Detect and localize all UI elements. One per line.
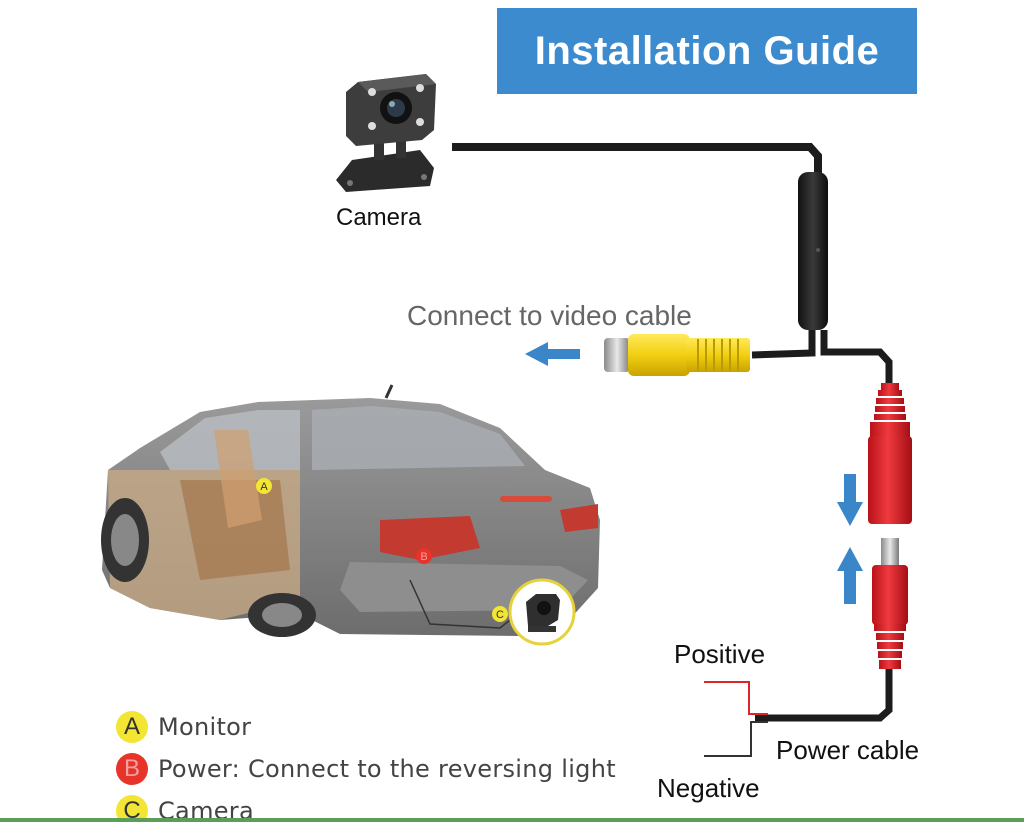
legend-badge-b: B bbox=[116, 753, 148, 785]
negative-label: Negative bbox=[657, 773, 760, 803]
car-marker-a: A bbox=[256, 478, 272, 494]
car-marker-b: B bbox=[416, 548, 432, 564]
power-connector-female bbox=[868, 383, 912, 524]
bottom-divider bbox=[0, 818, 1024, 822]
legend-item-camera: C Camera bbox=[116, 790, 616, 822]
camera-label: Camera bbox=[336, 204, 422, 231]
power-connector-male bbox=[755, 538, 908, 722]
positive-label: Positive bbox=[674, 639, 766, 669]
page-title: Installation Guide bbox=[534, 28, 880, 73]
legend-text-camera: Camera bbox=[158, 797, 254, 822]
title-banner: Installation Guide bbox=[497, 8, 917, 94]
arrow-up-icon bbox=[837, 547, 863, 604]
arrow-down-icon bbox=[837, 474, 863, 526]
legend-item-power: B Power: Connect to the reversing light bbox=[116, 748, 616, 790]
car-marker-c-label: C bbox=[496, 609, 504, 621]
car-marker-b-label: B bbox=[420, 551, 427, 563]
rca-video-plug bbox=[604, 334, 750, 376]
negative-wire bbox=[704, 721, 768, 757]
camera-cable bbox=[452, 143, 893, 385]
car-icon bbox=[101, 384, 600, 646]
arrow-left-icon bbox=[525, 342, 580, 366]
legend-badge-c: C bbox=[116, 795, 148, 822]
connect-video-label: Connect to video cable bbox=[407, 300, 692, 331]
legend-text-monitor: Monitor bbox=[158, 713, 252, 741]
car-marker-a-label: A bbox=[260, 481, 268, 493]
car-marker-c: C bbox=[492, 606, 508, 622]
power-cable-label: Power cable bbox=[776, 735, 920, 765]
legend-item-monitor: A Monitor bbox=[116, 706, 616, 748]
camera-icon bbox=[336, 74, 436, 192]
legend-text-power: Power: Connect to the reversing light bbox=[158, 755, 616, 783]
legend: A Monitor B Power: Connect to the revers… bbox=[116, 706, 616, 822]
legend-badge-a: A bbox=[116, 711, 148, 743]
positive-wire bbox=[704, 681, 768, 715]
